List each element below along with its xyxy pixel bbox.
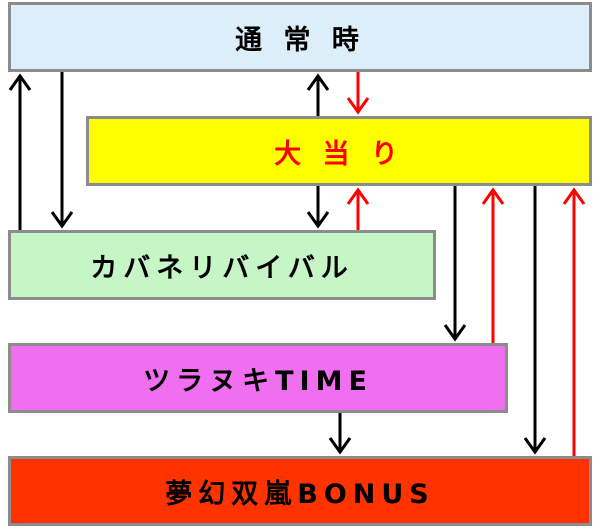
state-time-box: ツラヌキTIME bbox=[8, 343, 508, 413]
state-jackpot-label: 大 当 り bbox=[274, 138, 404, 170]
state-jackpot-box: 大 当 り bbox=[86, 116, 592, 186]
state-bonus-label: 夢幻双嵐BONUS bbox=[165, 478, 435, 510]
arrow-jackpot-to-revival bbox=[306, 186, 330, 229]
state-revival-box: カバネリバイバル bbox=[8, 230, 436, 300]
arrow-revival-to-jackpot bbox=[346, 187, 370, 230]
arrow-normal-to-revival bbox=[50, 72, 74, 229]
state-time-label: ツラヌキTIME bbox=[143, 365, 373, 397]
arrow-revival-to-normal bbox=[8, 73, 32, 230]
arrow-time-to-bonus bbox=[328, 413, 352, 455]
state-bonus-box: 夢幻双嵐BONUS bbox=[8, 456, 592, 526]
arrow-normal-to-jackpot bbox=[346, 72, 370, 115]
state-normal-label: 通 常 時 bbox=[235, 24, 365, 56]
arrow-jackpot-to-bonus bbox=[523, 186, 547, 455]
arrow-bonus-to-jackpot bbox=[562, 187, 586, 456]
state-revival-label: カバネリバイバル bbox=[90, 252, 354, 284]
arrow-jackpot-to-time bbox=[443, 186, 467, 342]
state-normal-box: 通 常 時 bbox=[8, 2, 592, 72]
arrow-jackpot-to-normal bbox=[306, 73, 330, 116]
arrow-time-to-jackpot bbox=[481, 187, 505, 343]
